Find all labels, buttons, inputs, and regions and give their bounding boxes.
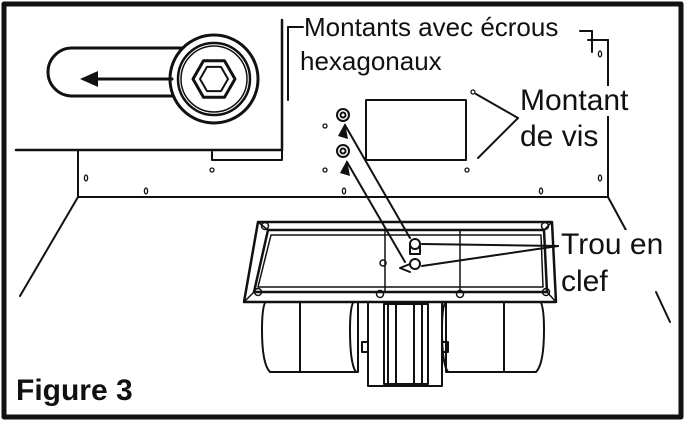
blower-housing	[261, 299, 545, 387]
panel-holes	[83, 50, 603, 195]
arrow-left-icon	[80, 71, 174, 87]
hex-nut-studs	[336, 108, 350, 158]
label-keyhole-line2: clef	[561, 265, 608, 298]
inset-detail	[14, 14, 284, 152]
label-studs-with-nuts-line2: hexagonaux	[300, 46, 442, 76]
label-keyhole: Trou en	[561, 228, 664, 261]
assembly-arrows	[344, 124, 411, 263]
label-screw-stud-line2: de vis	[520, 120, 599, 153]
arrow-heads	[338, 123, 350, 176]
blower-plate	[242, 220, 558, 304]
hex-nut-icon	[191, 59, 237, 99]
plate-screws	[253, 221, 551, 299]
leader-lines	[287, 26, 593, 267]
keyholes	[399, 238, 421, 273]
figure-title: Figure 3	[16, 374, 133, 407]
label-screw-stud: Montant	[520, 84, 629, 117]
label-studs-with-nuts: Montants avec écrous	[304, 12, 559, 42]
